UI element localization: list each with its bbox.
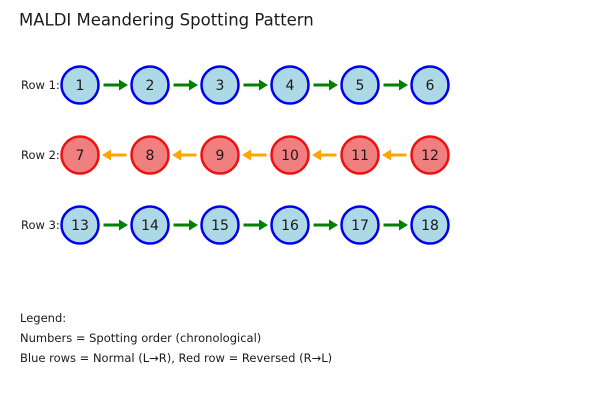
spot-circle — [60, 135, 100, 175]
arrow-right-icon — [383, 219, 408, 231]
spot-circle — [60, 65, 100, 105]
spot-row2-col4: 10 — [270, 135, 310, 175]
spot-number: 9 — [216, 148, 225, 164]
spot-row1-col1: 1 — [60, 65, 100, 105]
spot-row1-col4: 4 — [270, 65, 310, 105]
spot-circle — [200, 205, 240, 245]
arrow-right-icon — [243, 219, 268, 231]
legend-line-directions: Blue rows = Normal (L→R), Red row = Reve… — [20, 351, 332, 365]
spot-row1-col5: 5 — [340, 65, 380, 105]
spot-number: 12 — [421, 148, 439, 164]
spot-row3-col6: 18 — [410, 205, 450, 245]
spot-number: 10 — [281, 148, 299, 164]
row-1-label: Row 1: — [21, 78, 60, 92]
arrow-right-icon — [313, 79, 338, 91]
spot-circle — [200, 135, 240, 175]
arrow-right-icon — [313, 219, 338, 231]
arrow-left-icon — [102, 149, 127, 161]
legend-line-numbers: Numbers = Spotting order (chronological) — [20, 331, 261, 345]
row-3-label: Row 3: — [21, 218, 60, 232]
spot-number: 1 — [76, 78, 85, 94]
spot-circle — [340, 135, 380, 175]
spot-number: 16 — [281, 218, 299, 234]
spot-number: 7 — [76, 148, 85, 164]
arrow-left-icon — [242, 149, 267, 161]
spot-row1-col6: 6 — [410, 65, 450, 105]
spot-circle — [410, 135, 450, 175]
spot-circle — [130, 205, 170, 245]
spot-number: 18 — [421, 218, 439, 234]
spot-circle — [200, 65, 240, 105]
spot-number: 4 — [286, 78, 295, 94]
spot-number: 6 — [426, 78, 435, 94]
spot-circle — [410, 205, 450, 245]
spot-row3-col3: 15 — [200, 205, 240, 245]
arrow-right-icon — [103, 219, 128, 231]
spot-row2-col2: 8 — [130, 135, 170, 175]
spot-number: 3 — [216, 78, 225, 94]
arrow-right-icon — [243, 79, 268, 91]
spot-row1-col2: 2 — [130, 65, 170, 105]
spot-circle — [60, 205, 100, 245]
spot-row3-col1: 13 — [60, 205, 100, 245]
spot-number: 11 — [351, 148, 369, 164]
spot-row2-col6: 12 — [410, 135, 450, 175]
spot-circle — [130, 65, 170, 105]
arrow-right-icon — [103, 79, 128, 91]
spot-circle — [270, 205, 310, 245]
spot-circle — [270, 65, 310, 105]
arrow-right-icon — [173, 219, 198, 231]
spot-number: 5 — [356, 78, 365, 94]
spot-number: 13 — [71, 218, 89, 234]
arrow-left-icon — [312, 149, 337, 161]
spot-row3-col5: 17 — [340, 205, 380, 245]
spot-circle — [270, 135, 310, 175]
spot-circle — [410, 65, 450, 105]
spot-row2-col3: 9 — [200, 135, 240, 175]
spot-circle — [340, 65, 380, 105]
spot-row3-col4: 16 — [270, 205, 310, 245]
spot-number: 8 — [146, 148, 155, 164]
spot-circle — [130, 135, 170, 175]
spot-number: 14 — [141, 218, 159, 234]
spot-number: 15 — [211, 218, 229, 234]
spot-row3-col2: 14 — [130, 205, 170, 245]
arrow-right-icon — [383, 79, 408, 91]
arrow-left-icon — [382, 149, 407, 161]
arrow-right-icon — [173, 79, 198, 91]
spot-number: 2 — [146, 78, 155, 94]
page-title: MALDI Meandering Spotting Pattern — [19, 11, 314, 30]
spot-number: 17 — [351, 218, 369, 234]
spot-circle — [340, 205, 380, 245]
legend-heading: Legend: — [20, 311, 66, 325]
spot-row2-col1: 7 — [60, 135, 100, 175]
row-2-label: Row 2: — [21, 148, 60, 162]
arrow-left-icon — [172, 149, 197, 161]
spot-row2-col5: 11 — [340, 135, 380, 175]
spot-row1-col3: 3 — [200, 65, 240, 105]
